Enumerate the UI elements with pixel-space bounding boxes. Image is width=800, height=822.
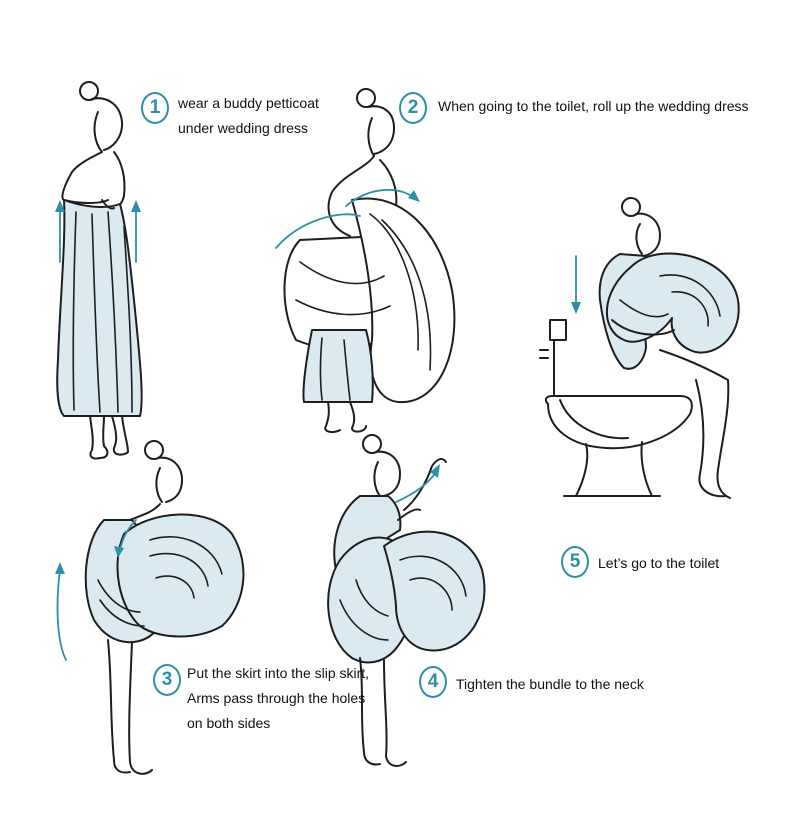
step-3-line-2: Arms pass through the holes xyxy=(187,690,366,706)
step-4-line-1: Tighten the bundle to the neck xyxy=(456,676,644,692)
step-number-4: 4 xyxy=(419,666,447,698)
step-1-text: wear a buddy petticoat under wedding dre… xyxy=(178,91,319,141)
step-5-line-1: Let’s go to the toilet xyxy=(598,555,720,571)
step-1-line-1: wear a buddy petticoat xyxy=(178,95,319,111)
step-1-line-2: under wedding dress xyxy=(178,120,308,136)
step-3-line-1: Put the skirt into the slip skirt, xyxy=(187,665,370,681)
step-number-3: 3 xyxy=(153,664,181,696)
figure-step-1 xyxy=(55,81,143,460)
step-5-text: Let’s go to the toilet xyxy=(598,551,719,576)
step-3-line-3: on both sides xyxy=(187,715,271,731)
step-3-text: Put the skirt into the slip skirt, Arms … xyxy=(187,661,369,736)
step-number-2: 2 xyxy=(399,92,427,124)
figure-step-5 xyxy=(539,197,740,499)
figure-step-3 xyxy=(55,440,245,775)
step-2-line-1: When going to the toilet, roll up the we… xyxy=(438,98,749,114)
step-2-text: When going to the toilet, roll up the we… xyxy=(438,94,749,119)
figure-step-4 xyxy=(327,434,486,767)
step-number-1: 1 xyxy=(141,92,169,124)
step-number-5: 5 xyxy=(561,546,589,578)
step-4-text: Tighten the bundle to the neck xyxy=(456,672,644,697)
figure-step-2 xyxy=(275,88,456,434)
